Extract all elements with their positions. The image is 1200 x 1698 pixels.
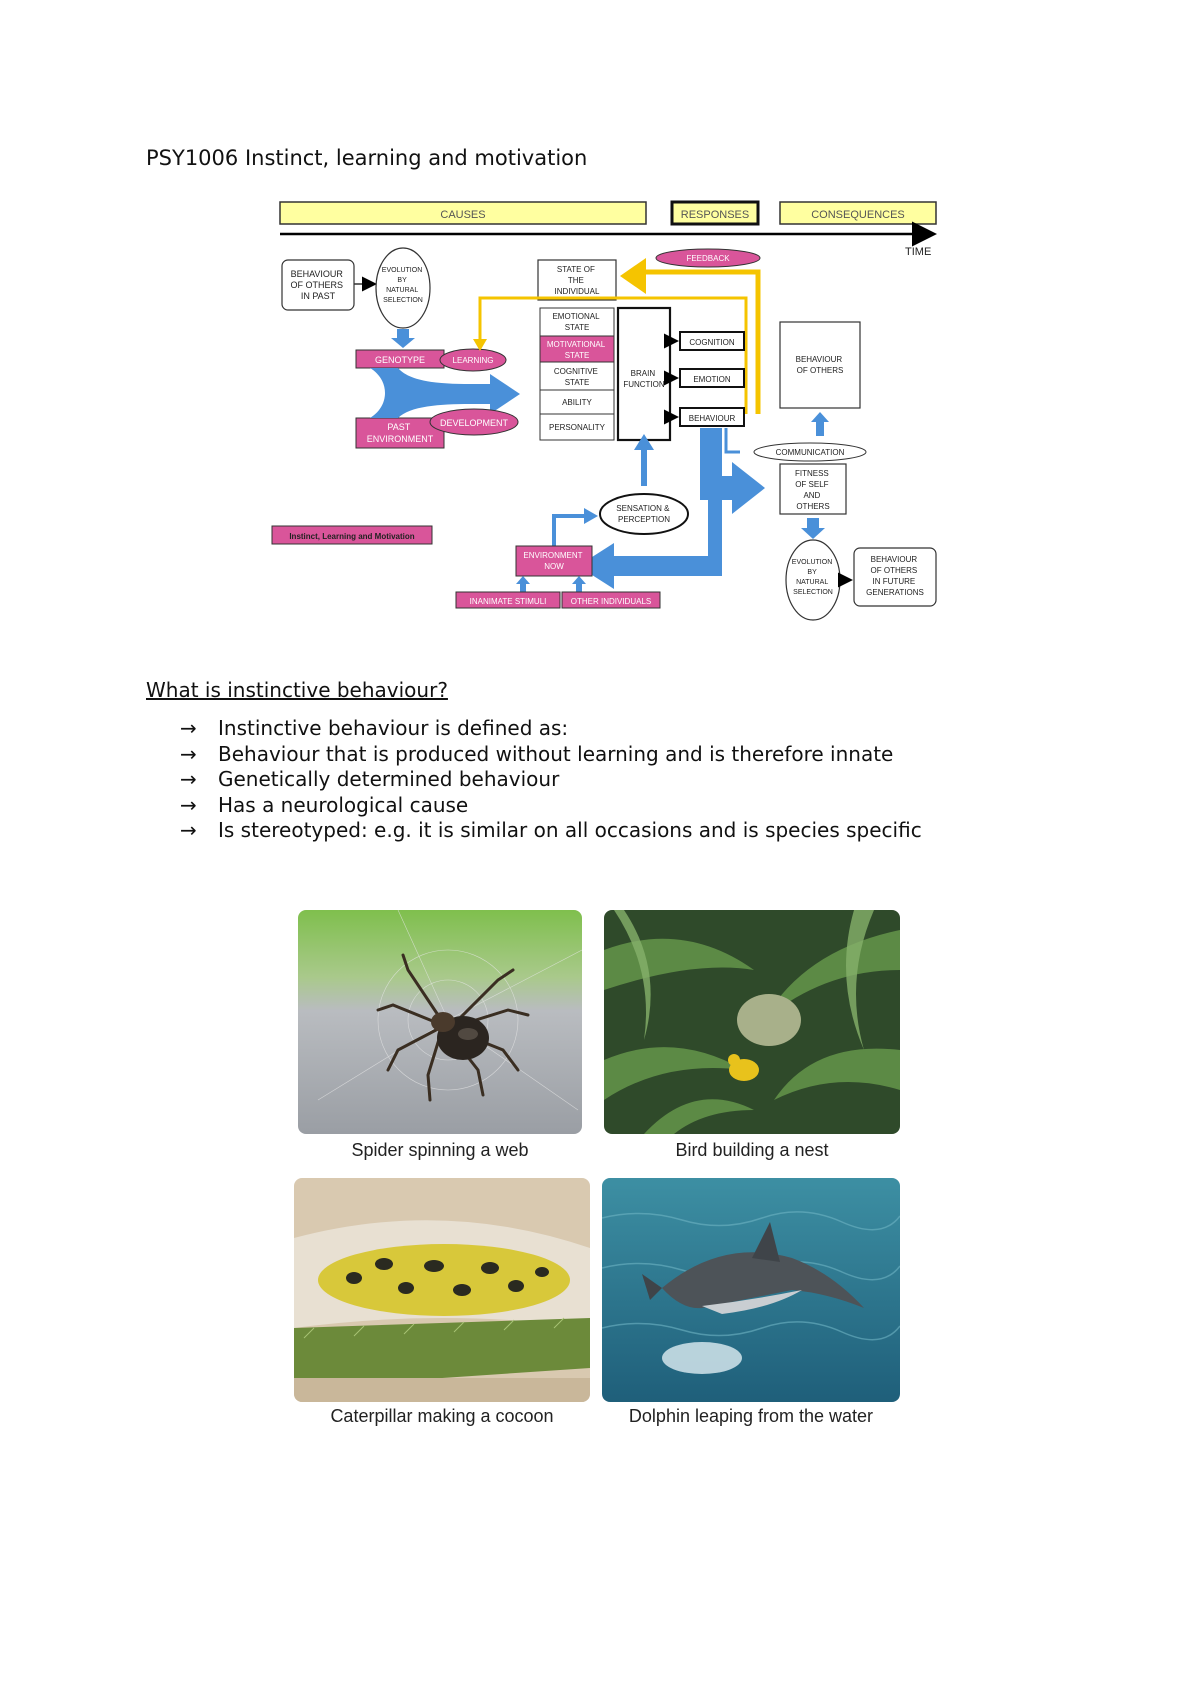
- feedback-ellipse: FEEDBACK: [655, 248, 761, 268]
- svg-text:EVOLUTION BY NATUR: EVOLUTION BY NATURAL SELECTION: [382, 267, 424, 304]
- svg-text:ENVIRONMENT NOW: ENVIRONMENT NOW: [523, 551, 584, 571]
- behaviour-box: BEHAVIOUR: [679, 407, 745, 427]
- bullet-item: →Genetically determined behaviour: [180, 767, 560, 791]
- svg-text:EMOTIONAL STATE: EMOTIONAL STATE: [552, 312, 601, 332]
- svg-text:OTHER INDIVIDUALS: OTHER INDIVIDUALS: [571, 597, 651, 606]
- svg-text:CAUSES: CAUSES: [440, 209, 485, 221]
- past-environment-box: PAST ENVIRONMENT: [355, 417, 445, 449]
- header-consequences: CONSEQUENCES: [779, 201, 937, 225]
- svg-text:BEHAVIOUR OF OTHERS: BEHAVIOUR OF OTHERS: [796, 355, 845, 375]
- environment-now-box: ENVIRONMENT NOW: [515, 545, 593, 577]
- spider-caption: Spider spinning a web: [351, 1140, 529, 1160]
- bird-photo: [604, 910, 900, 1134]
- bullet-list: →Instinctive behaviour is defined as: →B…: [180, 716, 922, 844]
- svg-text:BRAIN FUNCTION: BRAIN FUNCTION: [623, 369, 665, 389]
- svg-text:BEHAVIOUR: BEHAVIOUR: [689, 414, 736, 423]
- caterpillar-photo: [294, 1178, 590, 1402]
- brain-function-box: BRAIN FUNCTION: [616, 306, 672, 442]
- learning-ellipse: LEARNING: [439, 348, 507, 372]
- svg-text:INANIMATE STIMULI: INANIMATE STIMULI: [470, 597, 547, 606]
- arrow-icon: →: [180, 716, 197, 740]
- svg-text:Instinct, Learning and Motivat: Instinct, Learning and Motivation: [289, 532, 414, 541]
- arrow-icon: →: [180, 792, 197, 817]
- svg-text:EVOLUTION BY NATUR: EVOLUTION BY NATURAL SELECTION: [792, 559, 834, 596]
- state-of-individual-box: STATE OF THE INDIVIDUAL: [537, 259, 617, 301]
- feedback-arrow: [644, 269, 761, 414]
- svg-text:PAST ENVIRONMENT: PAST ENVIRONMENT: [367, 422, 434, 444]
- bullet-item: →Is stereotyped: e.g. it is similar on a…: [180, 818, 922, 842]
- svg-text:GENOTYPE: GENOTYPE: [375, 355, 425, 365]
- behaviour-others-past-box: BEHAVIOUR OF OTHERS IN PAST: [281, 259, 355, 311]
- behaviour-diagram: CAUSES RESPONSES CONSEQUENCES TIME BEHAV…: [271, 200, 937, 621]
- bird-caption: Bird building a nest: [675, 1140, 829, 1160]
- svg-text:MOTIVATIONAL STATE: MOTIVATIONAL STATE: [547, 340, 607, 360]
- section-heading: What is instinctive behaviour?: [146, 678, 448, 702]
- other-individuals-box: OTHER INDIVIDUALS: [561, 591, 661, 609]
- bullet-item: →Behaviour that is produced without lear…: [180, 741, 894, 766]
- behaviour-of-others-box: BEHAVIOUR OF OTHERS: [779, 321, 861, 409]
- time-label: TIME: [905, 246, 931, 258]
- arrow-icon: →: [180, 741, 197, 766]
- fitness-box: FITNESS OF SELF AND OTHERS: [779, 463, 847, 515]
- svg-text:COMMUNICATION: COMMUNICATION: [776, 448, 845, 457]
- evolution-top-ellipse: EVOLUTION BY NATURAL SELECTION: [375, 247, 431, 329]
- svg-text:EMOTION: EMOTION: [693, 375, 731, 384]
- cognition-box: COGNITION: [679, 331, 745, 351]
- svg-text:BEHAVIOUR OF OTHERS: BEHAVIOUR OF OTHERS IN FUTURE GENERATION…: [866, 555, 924, 597]
- svg-text:COGNITION: COGNITION: [689, 338, 735, 347]
- development-ellipse: DEVELOPMENT: [429, 408, 519, 436]
- svg-text:PERSONALITY: PERSONALITY: [549, 423, 606, 432]
- svg-text:CONSEQUENCES: CONSEQUENCES: [811, 209, 905, 221]
- svg-text:RESPONSES: RESPONSES: [681, 209, 749, 221]
- diagram-legend-label: Instinct, Learning and Motivation: [271, 525, 433, 545]
- svg-text:LEARNING: LEARNING: [453, 356, 494, 365]
- development-arrow: [370, 368, 520, 418]
- bullet-item: →Instinctive behaviour is defined as:: [180, 716, 569, 740]
- sensation-ellipse: SENSATION & PERCEPTION: [599, 493, 689, 535]
- dolphin-photo: [602, 1178, 900, 1402]
- communication-ellipse: COMMUNICATION: [753, 442, 867, 462]
- svg-text:SENSATION & PERCEPTION: SENSATION & PERCEPTION: [616, 504, 671, 524]
- state-list: EMOTIONAL STATE MOTIVATIONAL STATE COGNI…: [539, 307, 615, 441]
- dolphin-caption: Dolphin leaping from the water: [628, 1406, 874, 1426]
- svg-text:ABILITY: ABILITY: [562, 398, 592, 407]
- behaviour-future-box: BEHAVIOUR OF OTHERS IN FUTURE GENERATION…: [853, 547, 937, 607]
- svg-text:BEHAVIOUR OF OTHERS: BEHAVIOUR OF OTHERS IN PAST: [290, 269, 345, 301]
- evolution-bottom-ellipse: EVOLUTION BY NATURAL SELECTION: [785, 539, 841, 621]
- behaviour-to-environment-arrow: [578, 428, 722, 589]
- emotion-box: EMOTION: [679, 368, 745, 388]
- caterpillar-caption: Caterpillar making a cocoon: [330, 1406, 554, 1426]
- arrow-icon: →: [180, 818, 197, 842]
- page-title: PSY1006 Instinct, learning and motivatio…: [146, 146, 588, 170]
- header-causes: CAUSES: [279, 201, 647, 225]
- genotype-box: GENOTYPE: [355, 349, 445, 369]
- svg-text:COGNITIVE STATE: COGNITIVE STATE: [554, 367, 600, 387]
- inanimate-stimuli-box: INANIMATE STIMULI: [455, 591, 561, 609]
- spider-photo: [298, 910, 582, 1134]
- bullet-item: →Has a neurological cause: [180, 792, 469, 817]
- svg-text:FITNESS OF SELF AN: FITNESS OF SELF AND OTHERS: [795, 469, 831, 511]
- svg-text:STATE OF THE INDIV: STATE OF THE INDIVIDUAL: [555, 265, 600, 296]
- header-responses: RESPONSES: [670, 200, 760, 226]
- arrow-icon: →: [180, 767, 197, 791]
- svg-text:DEVELOPMENT: DEVELOPMENT: [440, 418, 509, 428]
- svg-text:FEEDBACK: FEEDBACK: [686, 254, 730, 263]
